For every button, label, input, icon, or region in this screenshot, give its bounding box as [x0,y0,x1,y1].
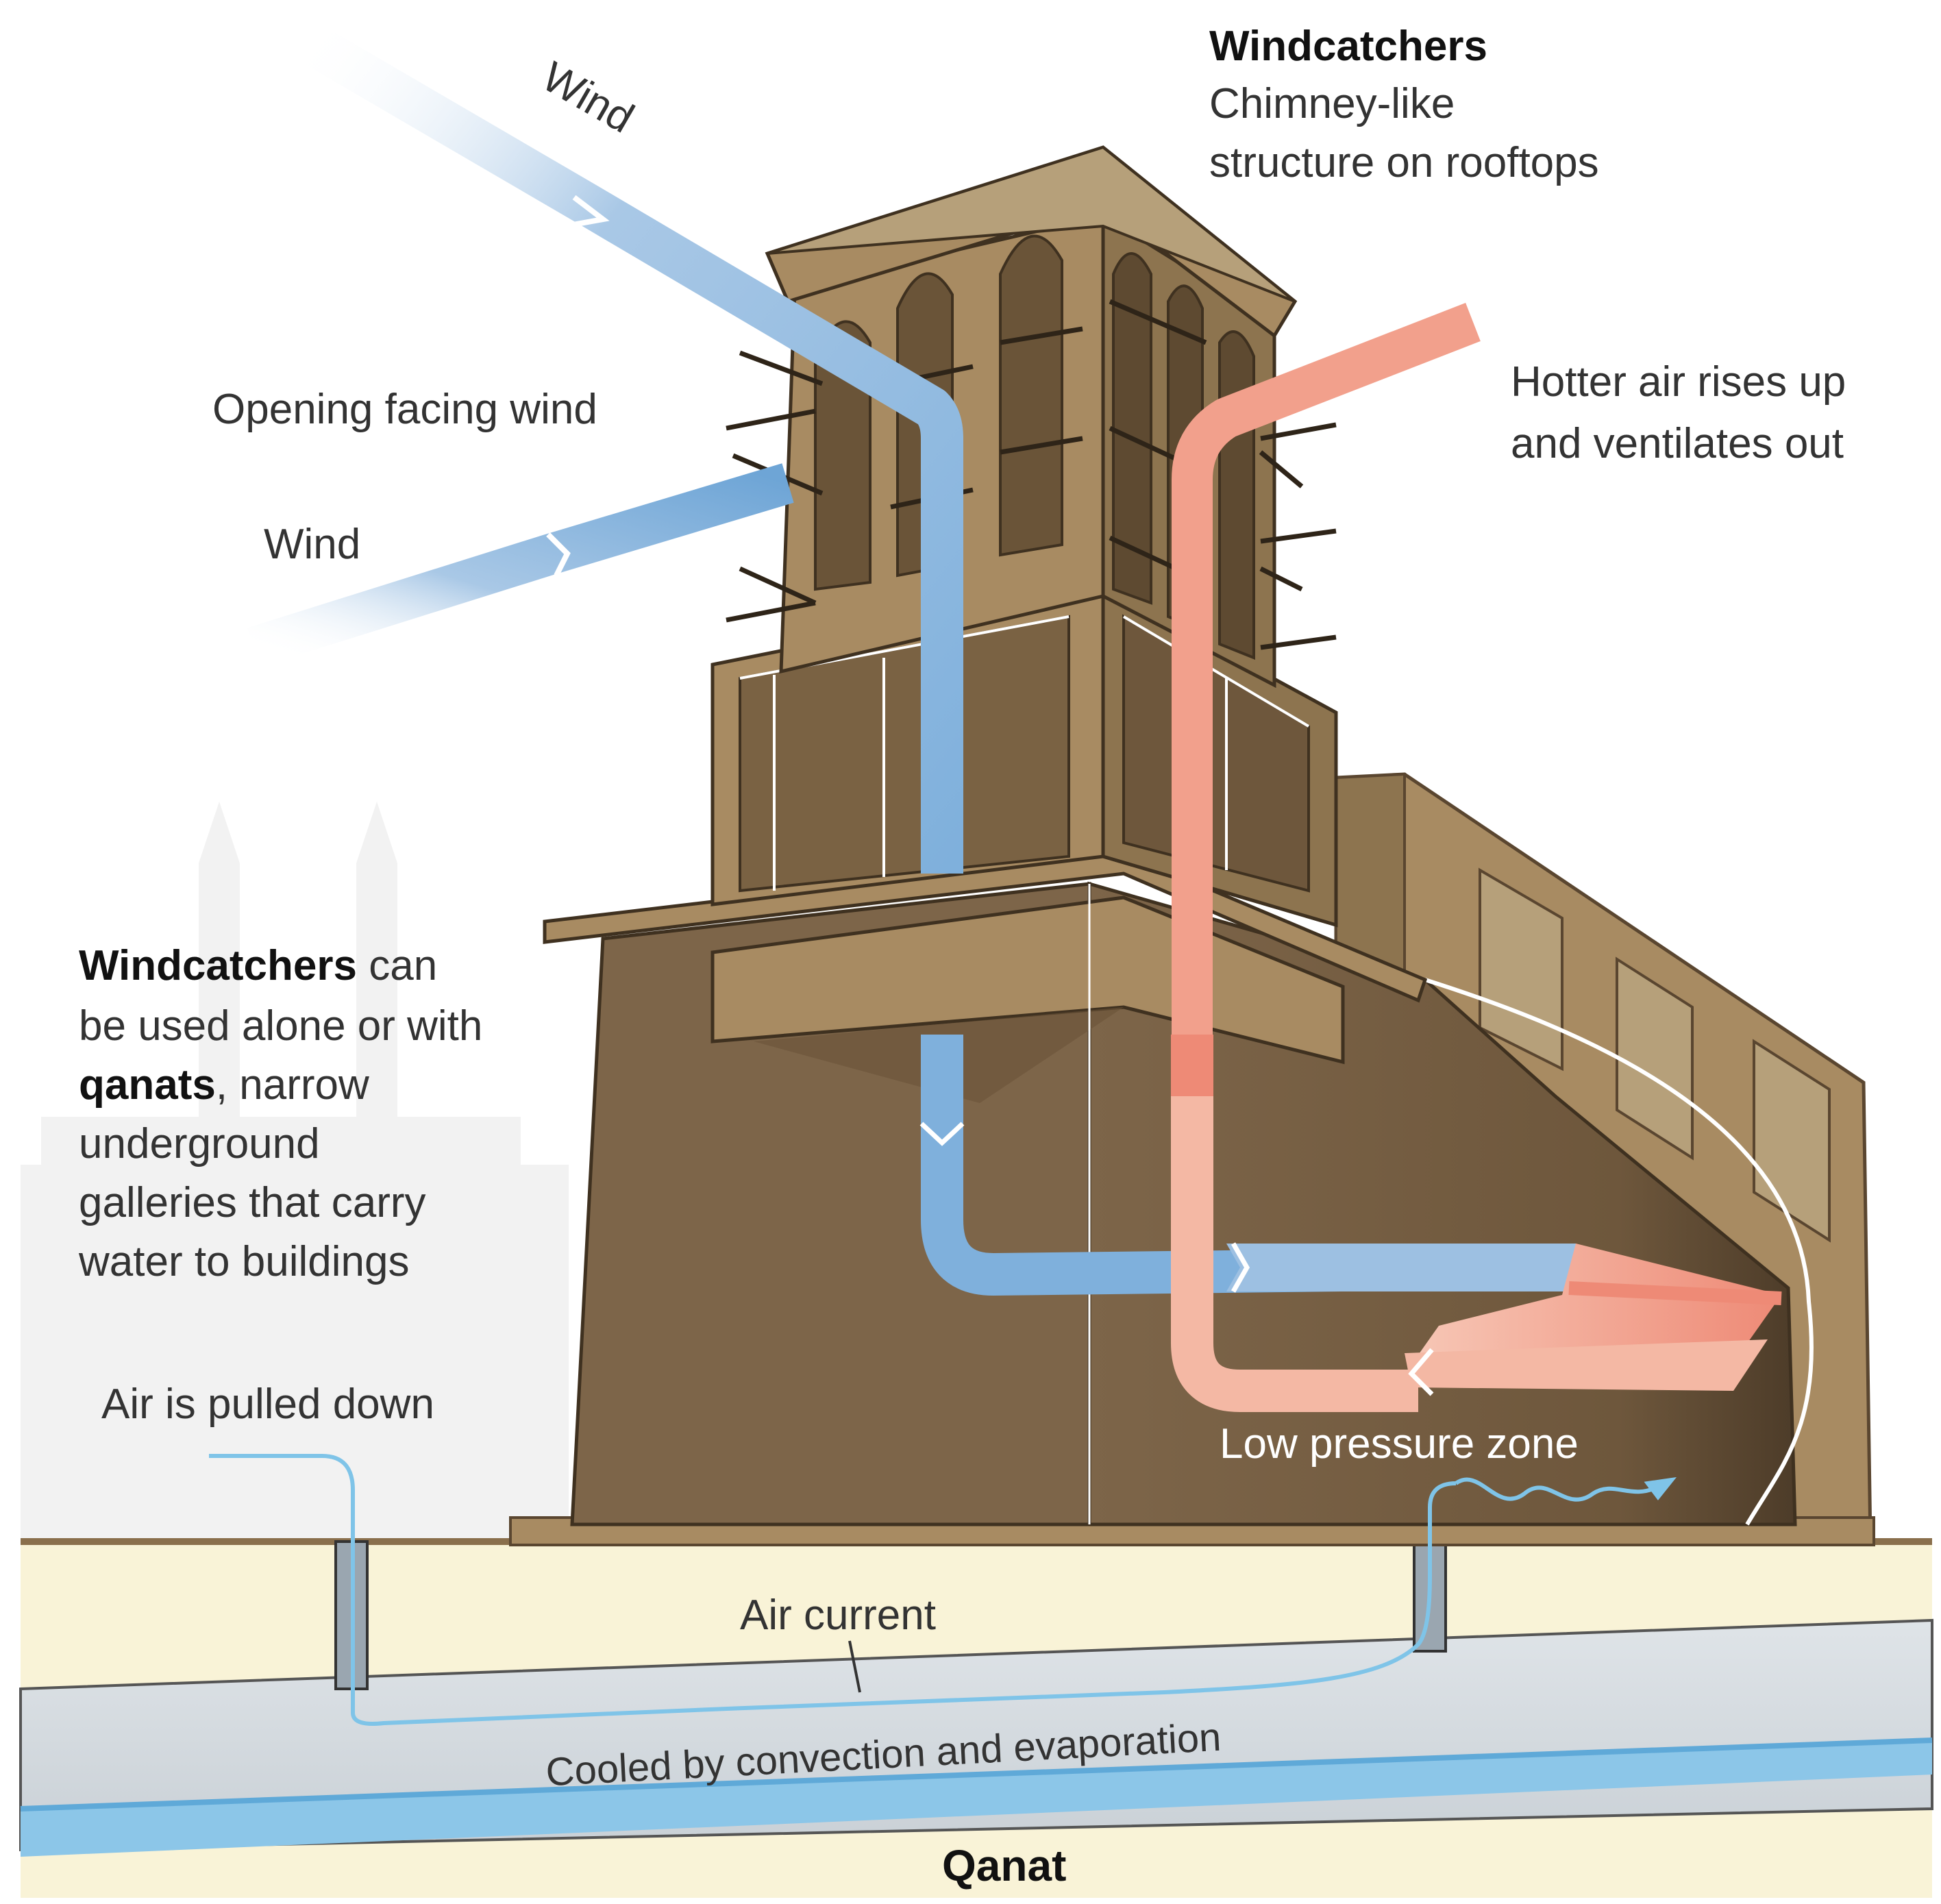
info-line2: be used alone or with [79,1002,482,1050]
info-line6: water to buildings [78,1238,410,1285]
qanat-label: Qanat [942,1841,1066,1890]
info-line1-rest: can [357,942,437,989]
hotter-air-label-line2: and ventilates out [1511,420,1844,467]
ground-cross-section [19,1526,1933,1898]
windcatchers-desc-line1: Chimney-like [1209,80,1455,127]
info-bold-windcatchers: Windcatchers [79,942,357,989]
low-pressure-zone-label: Low pressure zone [1220,1420,1579,1468]
info-line5: galleries that carry [79,1179,426,1226]
windcatcher-tower [710,145,1338,928]
windcatchers-desc-line2: structure on rooftops [1209,139,1599,186]
warm-air-arrow [1171,303,1782,1412]
opening-facing-wind-label: Opening facing wind [212,386,597,433]
wind-label-side: Wind [264,521,360,568]
air-current-label: Air current [740,1592,936,1639]
info-text-block: Windcatchers can be used alone or with q… [78,942,482,1285]
wind-arrow-side [247,463,794,667]
wind-label-top: Wind [534,53,642,142]
svg-text:qanats, narrow: qanats, narrow [79,1061,369,1109]
windcatchers-heading: Windcatchers [1209,23,1487,70]
air-pulled-down-label: Air is pulled down [101,1381,434,1428]
air-current-line [209,1454,1677,1726]
hotter-air-label-line1: Hotter air rises up [1511,358,1846,406]
info-bold-qanats: qanats [79,1061,216,1109]
background-city-silhouette [21,802,569,1548]
svg-text:Windcatchers can: Windcatchers can [79,942,437,989]
info-line3-rest: , narrow [216,1061,369,1109]
info-line4: underground [79,1120,320,1167]
wind-arrow-top [290,19,963,874]
cool-air-arrow [919,1035,1590,1296]
